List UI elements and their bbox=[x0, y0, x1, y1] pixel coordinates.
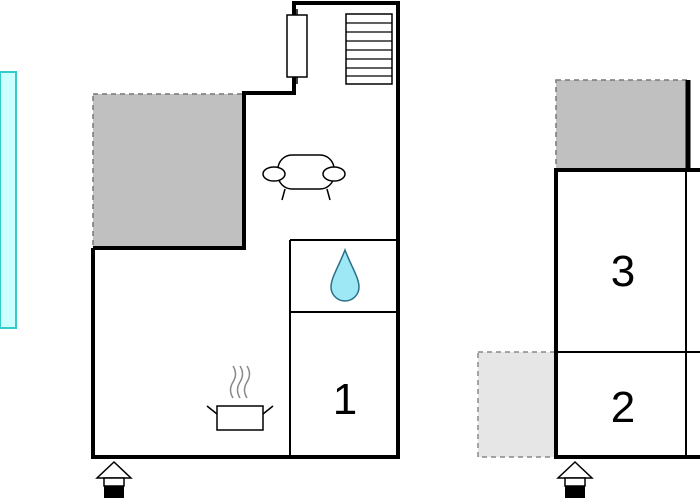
radiator-icon bbox=[286, 14, 308, 78]
stairs-icon bbox=[345, 13, 393, 85]
terrace-area bbox=[555, 79, 689, 171]
entrance-arrow-icon bbox=[556, 460, 594, 498]
pool-icon bbox=[0, 71, 17, 329]
cooking-pot-icon bbox=[206, 365, 274, 431]
terrace-area-light bbox=[477, 351, 557, 458]
room-label-3: 3 bbox=[611, 247, 635, 296]
sofa-icon bbox=[262, 154, 346, 201]
room-label-1: 1 bbox=[333, 375, 357, 424]
room-label-2: 2 bbox=[611, 383, 635, 432]
wall-outline-right-unit bbox=[554, 168, 700, 459]
terrace-area bbox=[92, 93, 245, 249]
wall-outline-left-unit bbox=[91, 1, 400, 459]
entrance-arrow-icon bbox=[95, 460, 133, 498]
water-drop-icon bbox=[330, 247, 360, 302]
